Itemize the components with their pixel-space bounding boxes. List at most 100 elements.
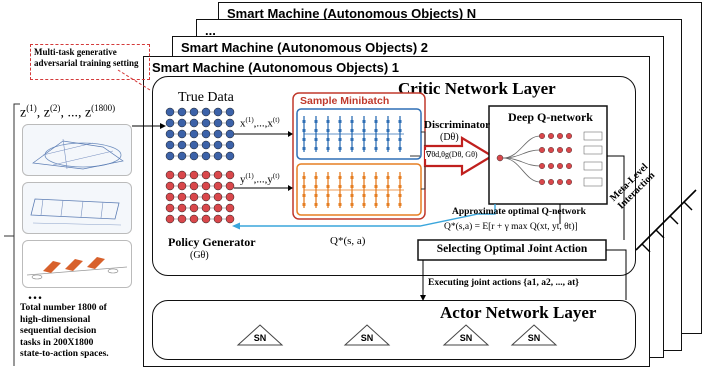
true-data-node	[225, 129, 235, 139]
actor-network-layer-box	[152, 300, 636, 360]
dqn-node	[548, 132, 555, 139]
true-data-node	[201, 151, 211, 161]
generator-node	[201, 192, 211, 202]
minibatch-blue-network	[302, 116, 404, 152]
dqn-node	[539, 132, 546, 139]
generator-node	[225, 214, 235, 224]
z-sequence: z(1), z(2), ..., z(1800)	[20, 103, 116, 121]
training-setting-callout: Multi-task generative adversarial traini…	[30, 44, 150, 80]
true-data-node	[177, 118, 187, 128]
sn-node-4: SN	[510, 324, 558, 346]
ellipsis: ...	[28, 286, 43, 303]
dqn-node	[548, 162, 555, 169]
generator-node	[189, 181, 199, 191]
generator-node	[177, 181, 187, 191]
generator-node	[165, 203, 175, 213]
generator-node	[189, 214, 199, 224]
policy-generator-label: Policy Generator	[168, 235, 256, 249]
true-data-node-grid	[165, 107, 235, 161]
dqn-node	[557, 132, 564, 139]
total-tasks-text: Total number 1800 of high-dimensional se…	[20, 303, 109, 359]
dqn-title: Deep Q-network	[508, 110, 593, 124]
true-data-node	[189, 129, 199, 139]
true-data-node	[201, 129, 211, 139]
true-data-node	[213, 151, 223, 161]
critic-layer-title: Critic Network Layer	[398, 79, 556, 98]
true-data-node	[177, 151, 187, 161]
generator-node	[213, 203, 223, 213]
deep-q-network-tree	[496, 131, 603, 187]
gradient-label: ∇θd,θg(Dθ, Gθ)	[425, 150, 479, 159]
true-data-node	[165, 140, 175, 150]
generator-symbol: (Gθ)	[190, 250, 209, 261]
generator-node	[225, 170, 235, 180]
dqn-node	[539, 162, 546, 169]
true-data-node	[165, 107, 175, 117]
state-node	[496, 154, 504, 162]
generator-node	[177, 214, 187, 224]
callout-connector	[117, 69, 151, 91]
true-data-node	[201, 118, 211, 128]
generator-node	[201, 170, 211, 180]
left-bracket	[13, 103, 20, 366]
generator-node	[165, 214, 175, 224]
true-data-node	[189, 140, 199, 150]
task-thumbnail-3	[22, 240, 132, 288]
true-data-node	[189, 107, 199, 117]
generator-node	[201, 181, 211, 191]
true-data-node	[225, 107, 235, 117]
deep-q-network-box	[488, 105, 608, 205]
select-action-label: Selecting Optimal Joint Action	[436, 243, 588, 255]
true-data-node	[201, 140, 211, 150]
card-dots: ...	[205, 23, 216, 38]
q-star-label: Q*(s, a)	[330, 235, 366, 247]
select-to-right-arrow	[606, 249, 627, 300]
dqn-node	[539, 146, 546, 153]
minibatch-title: Sample Minibatch	[300, 95, 390, 107]
true-data-node	[165, 118, 175, 128]
dqn-to-right-arrow	[607, 155, 625, 240]
y-sequence-label: y(1),...,y(t)	[240, 172, 280, 186]
card-1-title: Smart Machine (Autonomous Objects) 1	[152, 60, 400, 75]
dqn-node	[566, 178, 573, 185]
task-thumbnail-1	[22, 124, 132, 176]
true-data-node	[213, 129, 223, 139]
dqn-node	[566, 146, 573, 153]
card-2-title: Smart Machine (Autonomous Objects) 2	[181, 40, 429, 55]
generator-node	[213, 170, 223, 180]
reward-box	[583, 131, 603, 141]
dqn-node	[539, 178, 546, 185]
approx-q-formula: Q*(s,a) = E[r + γ max Q(xt, yt, θt)]	[444, 222, 578, 232]
executing-actions-label: Executing joint actions {a1, a2, ..., at…	[428, 278, 580, 288]
meta-level-diagonal	[635, 189, 697, 251]
discriminator-label: Discriminator	[424, 119, 490, 131]
true-data-node	[189, 151, 199, 161]
minibatch-orange-network	[302, 172, 404, 208]
true-data-node	[225, 151, 235, 161]
generator-node	[225, 181, 235, 191]
dqn-node	[557, 162, 564, 169]
true-data-node	[177, 129, 187, 139]
true-data-node	[177, 140, 187, 150]
discriminator-symbol: (Dθ)	[440, 132, 459, 143]
generator-node	[189, 192, 199, 202]
card-n-title: Smart Machine (Autonomous Objects) N	[227, 6, 477, 21]
generator-node	[165, 170, 175, 180]
minibatch-output-lines	[421, 131, 426, 190]
generator-node	[177, 170, 187, 180]
task-thumbnail-2	[22, 182, 132, 234]
generator-node	[177, 192, 187, 202]
dqn-node	[548, 178, 555, 185]
true-data-label: True Data	[178, 90, 234, 105]
policy-generator-node-grid	[165, 170, 235, 224]
generator-node	[189, 170, 199, 180]
sn-node-3: SN	[442, 324, 490, 346]
x-sequence-label: x(1),...,x(t)	[240, 116, 280, 130]
actor-layer-title: Actor Network Layer	[440, 303, 597, 322]
reward-box	[583, 161, 603, 171]
sn-node-2: SN	[343, 324, 391, 346]
generator-node	[165, 181, 175, 191]
true-data-node	[189, 118, 199, 128]
dqn-node	[548, 146, 555, 153]
